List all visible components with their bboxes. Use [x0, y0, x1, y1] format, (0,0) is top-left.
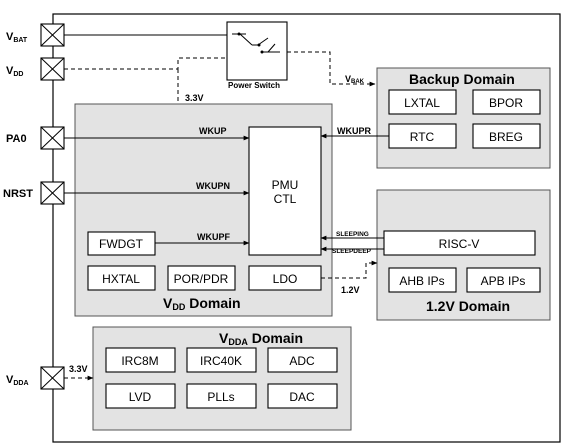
rtc-block: RTC — [410, 130, 435, 144]
pmu-ctl-block — [248, 126, 322, 256]
wkupf-label: WKUPF — [197, 232, 230, 242]
vbak-wire — [287, 51, 376, 87]
domain-12v: RISC-V AHB IPs APB IPs 1.2V Domain — [376, 189, 551, 321]
svg-text:PA0: PA0 — [6, 133, 27, 145]
pin-vdd: VDD — [6, 57, 65, 81]
irc40k-block: IRC40K — [200, 354, 242, 368]
apb-ips-block: APB IPs — [481, 274, 526, 288]
pin-vdda: VDDA — [6, 366, 65, 390]
vdd-domain: VDD Domain PMU CTL FWDGT HXTAL POR/PDR L… — [74, 103, 333, 317]
pin-vbat: VBAT — [6, 23, 65, 47]
svg-text:VBAT: VBAT — [6, 31, 28, 44]
backup-domain: Backup Domain LXTAL BPOR RTC BREG — [376, 67, 551, 169]
wkupr-label: WKUPR — [337, 126, 371, 136]
ldo-12v-wire — [321, 260, 378, 279]
svg-text:NRST: NRST — [3, 188, 33, 200]
pmu-label-line2: CTL — [274, 192, 297, 206]
ldo-block: LDO — [273, 272, 298, 286]
irc8m-block: IRC8M — [121, 354, 158, 368]
vbak-label: VBAK — [345, 74, 365, 85]
v33-top-label: 3.3V — [185, 93, 204, 103]
sleeping-label: SLEEPING — [336, 231, 369, 238]
domain-12v-title: 1.2V Domain — [426, 298, 510, 314]
porpdr-block: POR/PDR — [174, 272, 229, 286]
lxtal-block: LXTAL — [404, 96, 440, 110]
pin-nrst: NRST — [3, 181, 65, 205]
power-switch-label: Power Switch — [228, 81, 280, 90]
v12-label: 1.2V — [341, 285, 360, 295]
hxtal-block: HXTAL — [102, 272, 140, 286]
vdd-domain-title: VDD Domain — [163, 295, 241, 312]
plls-block: PLLs — [207, 390, 234, 404]
breg-block: BREG — [489, 130, 523, 144]
riscv-block: RISC-V — [439, 237, 480, 251]
vdda-domain-title: VDDA Domain — [219, 330, 303, 347]
wkupn-label: WKUPN — [196, 181, 230, 191]
sleepdeep-label: SLEEPDEEP — [332, 248, 372, 255]
bpor-block: BPOR — [489, 96, 523, 110]
power-switch: Power Switch — [226, 21, 288, 90]
v33-bottom-label: 3.3V — [69, 364, 88, 374]
pmu-label-line1: PMU — [272, 178, 299, 192]
dac-block: DAC — [289, 390, 315, 404]
backup-domain-title: Backup Domain — [409, 71, 515, 87]
svg-text:VDDA: VDDA — [6, 374, 29, 387]
pin-pa0: PA0 — [6, 126, 65, 150]
fwdgt-block: FWDGT — [99, 237, 144, 251]
vdda-domain: VDDA Domain IRC8M IRC40K ADC LVD PLLs DA… — [92, 326, 352, 431]
adc-block: ADC — [289, 354, 315, 368]
ahb-ips-block: AHB IPs — [399, 274, 444, 288]
svg-text:VDD: VDD — [6, 65, 23, 78]
lvd-block: LVD — [129, 390, 152, 404]
vdd-to-switch-wire — [64, 57, 227, 70]
wkup-label: WKUP — [199, 126, 227, 136]
